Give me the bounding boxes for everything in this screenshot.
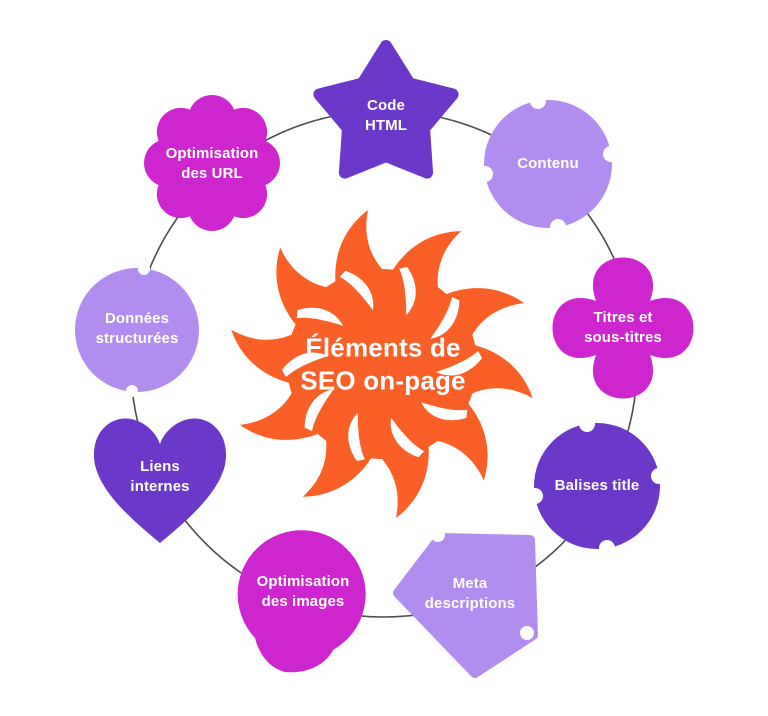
star-shape: [313, 40, 459, 179]
node-shape-meta-descriptions: [393, 528, 538, 678]
node-shape-contenu: [477, 93, 619, 235]
node-shape-balises-title: [527, 416, 667, 556]
node-shape-titres: [552, 257, 694, 399]
circle-notches: [126, 263, 150, 397]
circle-shape: [534, 423, 660, 549]
node-shape-code-html: [313, 40, 459, 179]
circle-shape: [484, 100, 612, 228]
node-shape-optimisation-url: [144, 95, 280, 231]
teardrop-shape: [237, 530, 366, 673]
node-shape-liens-internes: [93, 418, 227, 543]
pentagon-shape: [393, 533, 538, 678]
center-vortex-shape: [221, 210, 543, 518]
node-shape-optimisation-images: [237, 530, 366, 673]
node-shape-donnees-structurees: [75, 263, 199, 397]
circle-notches: [527, 416, 667, 556]
heart-shape: [93, 418, 227, 543]
circle-notches: [477, 93, 619, 235]
circle-shape: [75, 268, 199, 392]
four-petal-shape: [552, 257, 694, 399]
pentagon-notches: [431, 528, 534, 640]
